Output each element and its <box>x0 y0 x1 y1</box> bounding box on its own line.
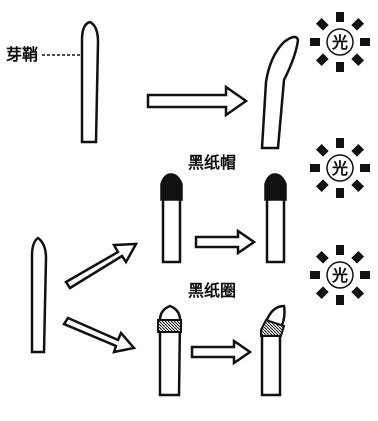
coleoptile-label-group: 芽鞘 <box>6 45 80 64</box>
arrow-right-icon <box>190 338 253 366</box>
arrow-right-icon <box>146 84 249 118</box>
sun-label: 光 <box>331 266 348 285</box>
arrow-diagonal-up <box>64 242 139 290</box>
black-paper-cap-label: 黑纸帽 <box>188 153 236 172</box>
coleoptile-icon <box>80 20 100 144</box>
sun-icon-2: 光 <box>310 138 370 198</box>
sun-icon-1: 光 <box>310 12 370 72</box>
capped-coleoptile-right <box>265 194 286 264</box>
arrow-diagonal-down <box>62 316 137 354</box>
sun-label: 光 <box>331 33 348 52</box>
black-ring-icon <box>260 318 286 337</box>
black-paper-ring-label: 黑纸圈 <box>188 281 236 300</box>
bent-coleoptile <box>260 35 300 150</box>
sun-icon-3: 光 <box>310 245 370 305</box>
sun-label: 光 <box>331 159 348 178</box>
black-cap-icon <box>264 173 287 201</box>
coleoptile-icon <box>30 236 48 354</box>
capped-coleoptile-left <box>161 194 182 264</box>
coleoptile-label: 芽鞘 <box>6 45 38 64</box>
black-ring-icon <box>157 319 182 333</box>
arrow-right-icon <box>194 228 257 256</box>
black-cap-icon <box>160 173 183 201</box>
